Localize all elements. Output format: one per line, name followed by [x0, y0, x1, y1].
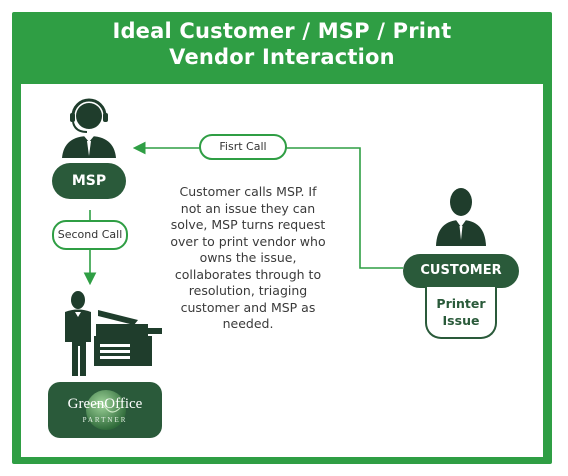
first-call-pill: Fisrt Call — [199, 134, 287, 160]
headset-agent-icon — [62, 98, 116, 158]
person-at-printer-icon — [65, 291, 162, 376]
title-line-1: Ideal Customer / MSP / Print — [112, 19, 452, 43]
second-call-pill: Second Call — [52, 220, 128, 250]
logo-wordmark: GreenOffice — [67, 396, 143, 412]
printer-issue-box: Printer Issue — [425, 287, 497, 339]
customer-person-icon — [436, 188, 486, 246]
greenoffice-partner-logo: GreenOffice PARTNER — [48, 382, 162, 438]
msp-label: MSP — [52, 163, 126, 199]
logo-subtitle: PARTNER — [82, 416, 128, 424]
issue-line-1: Printer — [436, 296, 486, 311]
customer-label: CUSTOMER — [403, 254, 519, 288]
process-description: Customer calls MSP. If not an issue they… — [170, 184, 326, 331]
page-title: Ideal Customer / MSP / Print Vendor Inte… — [12, 18, 552, 70]
globe-logo-icon — [86, 390, 126, 430]
title-line-2: Vendor Interaction — [169, 45, 395, 69]
issue-line-2: Issue — [442, 313, 480, 328]
